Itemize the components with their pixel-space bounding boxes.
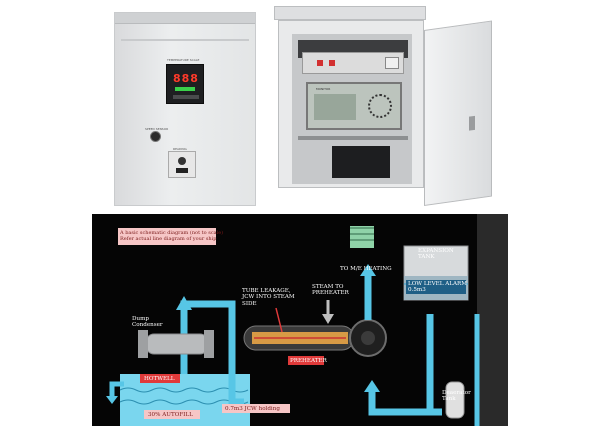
reading-meter — [168, 151, 196, 178]
open-cabinet-photo: MONITOR — [272, 6, 494, 206]
monitor-label: MONITOR — [316, 87, 331, 91]
return-arrow — [176, 296, 192, 310]
monitor-screen — [314, 94, 356, 120]
return-to-pump-pipe — [368, 390, 392, 416]
leakage-pointer — [275, 307, 283, 333]
preheater-label: PREHEATER — [290, 358, 327, 364]
hotwell-label: HOTWELL — [144, 376, 175, 382]
door-latch — [469, 115, 475, 131]
dump-condenser-end-right — [204, 330, 214, 358]
pump-hub — [361, 331, 375, 345]
red-button-1 — [317, 60, 323, 66]
schematic-note-box — [118, 228, 216, 245]
tube-leakage-label: TUBE LEAKAGE, JCW INTO STEAM SIDE — [242, 288, 295, 307]
low-level-alarm-label: LOW LEVEL ALARM 0.5m3 — [408, 281, 467, 294]
monitor-unit: MONITOR — [306, 82, 402, 130]
steam-to-preheater-label: STEAM TO PREHEATER — [312, 284, 349, 297]
din-rail — [298, 136, 408, 140]
monitor-keypad — [368, 94, 392, 118]
panel-top-strip — [115, 13, 255, 24]
overflow-pipe — [109, 381, 124, 398]
autofill-box — [144, 410, 200, 419]
autofill-label: 30% AUTOFILL — [148, 412, 193, 418]
return-to-pump-arrow — [364, 380, 380, 392]
preheater-box — [288, 356, 324, 365]
dump-condenser-end — [138, 330, 148, 358]
me-heating-label: TO M/E HEATING — [340, 266, 392, 272]
dump-condenser-shell — [145, 333, 209, 355]
controller-display: 888 — [173, 72, 199, 85]
steam-up-arrow — [360, 264, 376, 276]
jcw-holding-label: 0.7m3 JCW holding — [225, 406, 280, 412]
expansion-tank-label: EXPANSION TANK — [418, 248, 454, 261]
hotwell-box — [140, 374, 180, 383]
controller-buttons — [173, 95, 199, 99]
rotary-switch — [150, 131, 161, 142]
top-device-face — [302, 52, 404, 74]
meter-label: READING — [173, 147, 187, 151]
controller-label: TEMPERATURE SCALE — [167, 58, 200, 62]
dump-condenser-label: Dump Condenser — [132, 316, 163, 329]
red-button-2 — [329, 60, 335, 66]
low-level-alarm-box — [406, 280, 466, 294]
right-edge-strip — [477, 214, 508, 426]
cabinet-roof — [274, 6, 426, 20]
steam-to-preheater-arrow — [322, 314, 334, 324]
deaerator-tank-body — [445, 381, 465, 419]
engine-fins — [350, 227, 374, 241]
temperature-controller: 888 — [166, 64, 204, 104]
cabinet-door — [424, 20, 492, 206]
schematic-note: A basic schematic diagram (not to scale)… — [120, 230, 224, 242]
jcw-holding-box — [222, 404, 290, 413]
engine-block — [350, 226, 374, 248]
overflow-arrow — [106, 396, 118, 404]
hotwell-waves — [119, 387, 249, 405]
deaerator-tank-label: Deaerator Tank — [442, 390, 471, 403]
meter-knob — [178, 157, 186, 165]
control-panel-photo: TEMPERATURE SCALE 888 SPEED SENSOR READI… — [114, 12, 256, 206]
meter-counter — [176, 168, 188, 173]
battery-box — [332, 146, 390, 178]
small-display — [385, 57, 399, 69]
controller-secondary-display — [175, 87, 195, 91]
panel-top-edge — [121, 39, 249, 41]
cooling-water-schematic: A basic schematic diagram (not to scale)… — [92, 214, 508, 426]
switch-label: SPEED SENSOR — [145, 127, 169, 131]
